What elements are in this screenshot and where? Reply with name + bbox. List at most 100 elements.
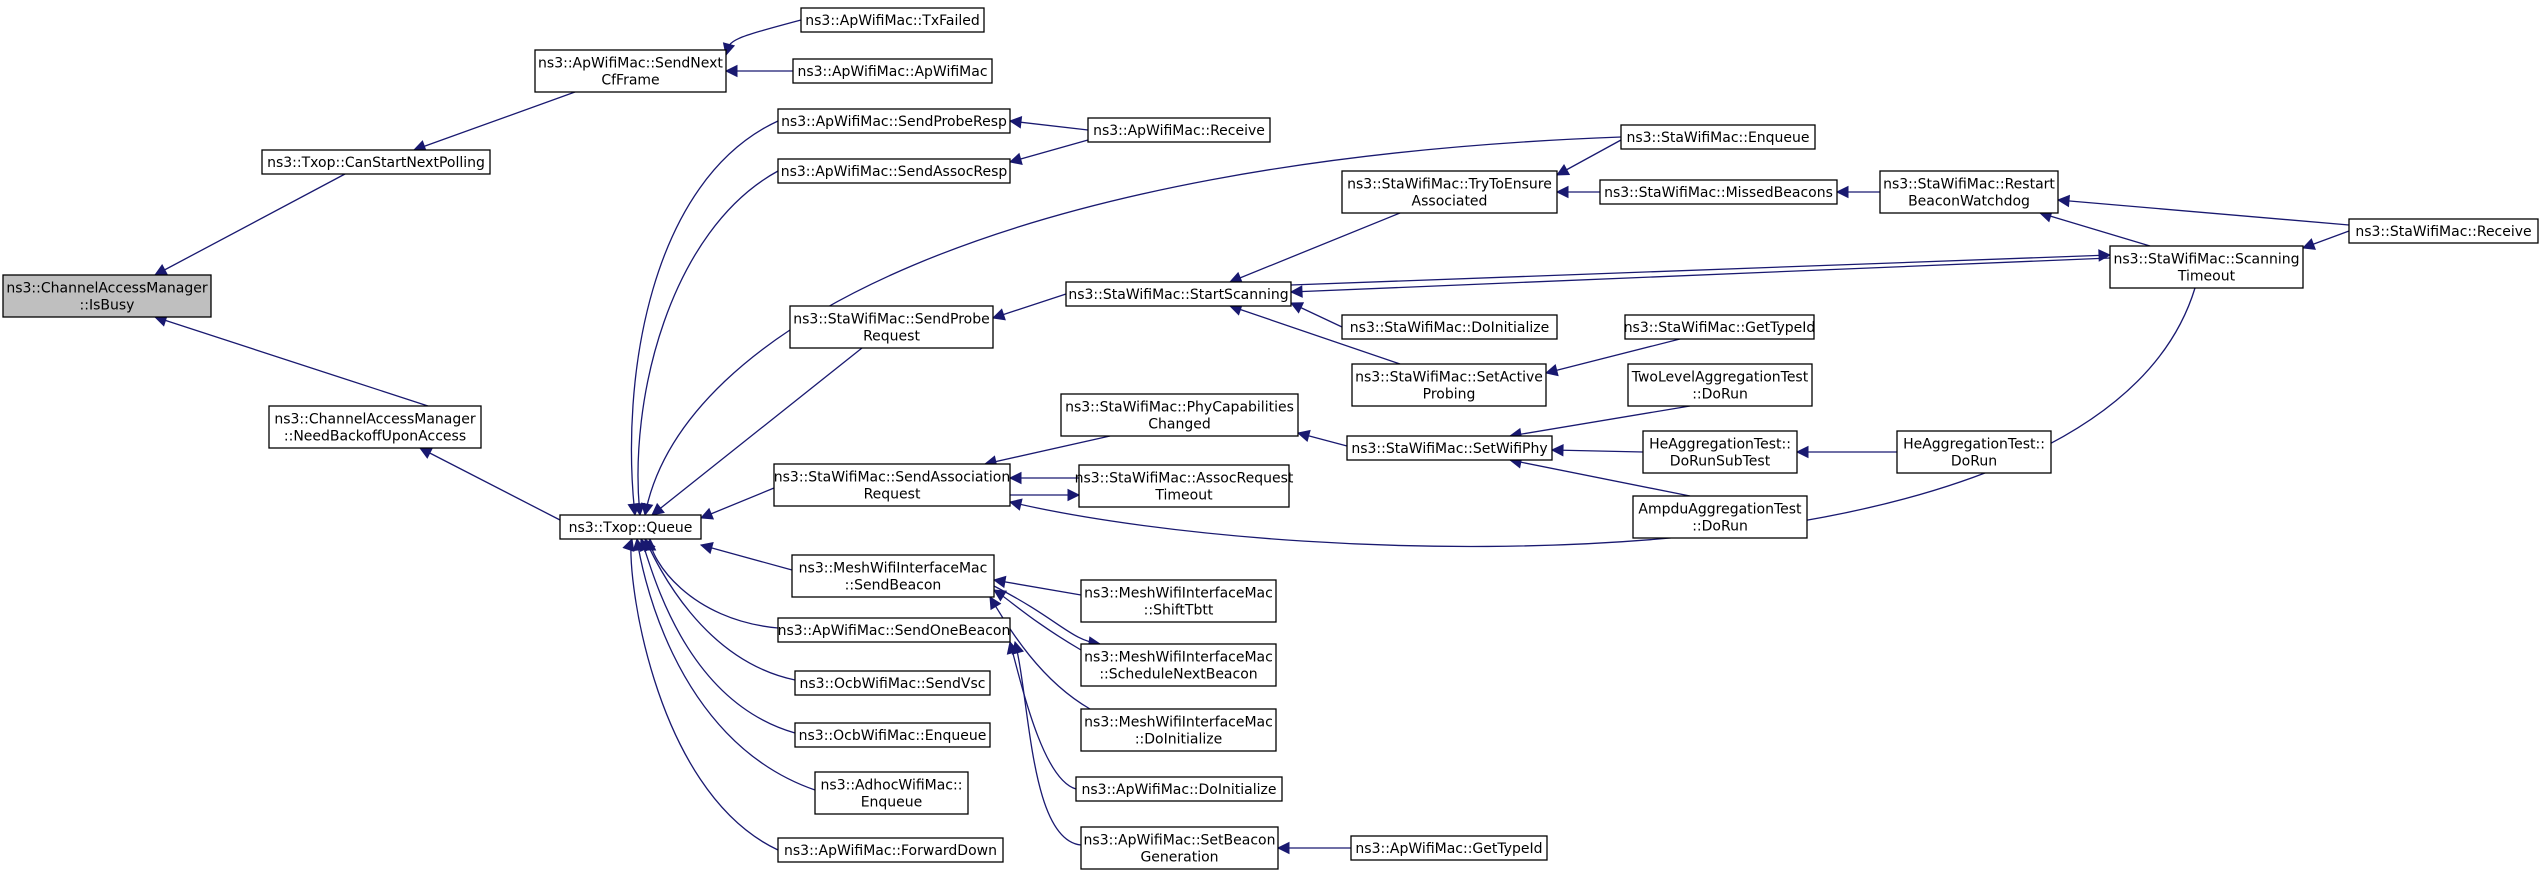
node-sta-missedbeacons[interactable]: ns3::StaWifiMac::MissedBeacons (1599, 179, 1838, 205)
node-twolevel-dorun[interactable]: TwoLevelAggregationTest::DoRun (1627, 363, 1813, 407)
edge-ap-apwifimac-to-ap-sendnextcf (724, 64, 793, 78)
node-cam-isbusy[interactable]: ns3::ChannelAccessManager::IsBusy (2, 274, 212, 318)
node-label-line: ns3::StaWifiMac::Scanning (2113, 252, 2299, 268)
arrowhead (632, 502, 646, 517)
node-cam-nbua[interactable]: ns3::ChannelAccessManager::NeedBackoffUp… (268, 405, 482, 449)
node-label-line: ns3::ChannelAccessManager (6, 281, 208, 297)
arrowhead (2056, 194, 2070, 208)
node-label-line: Request (863, 329, 920, 345)
edge-ap-receive-to-ap-sendassocresp (1008, 139, 1089, 165)
edge-mesh-schednext-to-mesh-sendbeacon (993, 589, 1082, 651)
node-mesh-schednext[interactable]: ns3::MeshWifiInterfaceMac::ScheduleNextB… (1080, 643, 1277, 687)
node-label-line: Request (864, 487, 921, 503)
edge-sta-gettypeid-to-sta-setactiveprobing (1544, 338, 1681, 377)
node-box (794, 670, 991, 696)
node-label-line: ns3::OcbWifiMac::SendVsc (800, 676, 986, 692)
node-sta-enqueue[interactable]: ns3::StaWifiMac::Enqueue (1620, 124, 1816, 150)
node-box (1065, 281, 1292, 307)
edge-line (989, 596, 1091, 710)
node-mesh-shifttbtt[interactable]: ns3::MeshWifiInterfaceMac::ShiftTbtt (1080, 579, 1277, 623)
node-ampdu-dorun[interactable]: AmpduAggregationTest::DoRun (1632, 495, 1808, 539)
node-sta-setwifiphy[interactable]: ns3::StaWifiMac::SetWifiPhy (1346, 435, 1553, 461)
node-adhoc-enqueue[interactable]: ns3::AdhocWifiMac::Enqueue (814, 771, 969, 815)
node-ap-receive[interactable]: ns3::ApWifiMac::Receive (1087, 117, 1271, 143)
edge-line (1229, 305, 1401, 365)
edge-ocb-enqueue-to-txop-queue (639, 537, 796, 734)
node-label-line: BeaconWatchdog (1908, 194, 2030, 210)
node-label-line: ns3::StaWifiMac::Enqueue (1626, 130, 1809, 146)
node-heagg-dorun[interactable]: HeAggregationTest::DoRun (1896, 430, 2052, 474)
node-sta-startscanning[interactable]: ns3::StaWifiMac::StartScanning (1065, 281, 1292, 307)
arrowhead (1276, 841, 1290, 855)
node-txop-queue[interactable]: ns3::Txop::Queue (559, 514, 702, 540)
arrowhead (1289, 302, 1305, 314)
edge-cam-nbua-to-cam-isbusy (153, 314, 429, 407)
edge-ap-txfailed-to-ap-sendnextcf (722, 19, 802, 57)
node-ap-sendassocresp[interactable]: ns3::ApWifiMac::SendAssocResp (777, 158, 1011, 184)
edge-line (2039, 212, 2151, 247)
node-mesh-sendbeacon[interactable]: ns3::MeshWifiInterfaceMac::SendBeacon (791, 554, 995, 598)
edge-line (700, 487, 775, 519)
node-sta-gettypeid[interactable]: ns3::StaWifiMac::GetTypeId (1624, 314, 1816, 340)
node-box (789, 305, 994, 349)
node-ap-forwarddown[interactable]: ns3::ApWifiMac::ForwardDown (777, 837, 1004, 863)
edge-ap-gettypeid-to-ap-setbeacongen (1276, 841, 1351, 855)
node-box (1351, 363, 1547, 407)
node-txop-cansnp[interactable]: ns3::Txop::CanStartNextPolling (261, 149, 491, 175)
node-ap-doinit[interactable]: ns3::ApWifiMac::DoInitialize (1075, 776, 1283, 802)
node-box (1632, 495, 1808, 539)
node-box (2348, 218, 2539, 244)
arrowhead (1008, 471, 1022, 485)
node-box (1350, 835, 1548, 861)
node-label-line: ns3::MeshWifiInterfaceMac (799, 561, 988, 577)
node-ap-gettypeid[interactable]: ns3::ApWifiMac::GetTypeId (1350, 835, 1548, 861)
arrowhead (1289, 285, 1303, 298)
arrowhead (991, 308, 1006, 321)
node-ocb-sendvsc[interactable]: ns3::OcbWifiMac::SendVsc (794, 670, 991, 696)
edge-ap-sendnextcf-to-txop-cansnp (412, 91, 576, 153)
node-heagg-dorunsub[interactable]: HeAggregationTest::DoRunSubTest (1642, 430, 1798, 474)
edge-line (1009, 120, 1089, 131)
edge-mesh-doinit-to-mesh-sendbeacon (989, 596, 1091, 710)
arrowhead (2301, 238, 2316, 250)
edge-sta-enqueue-to-txop-queue (640, 136, 1622, 517)
node-box (814, 771, 969, 815)
node-label-line: ::SendBeacon (845, 578, 942, 594)
edge-sta-phycap-to-sta-sendassocreq (983, 435, 1111, 468)
edge-ap-receive-to-ap-sendproberesp (1008, 116, 1089, 131)
node-ap-apwifimac[interactable]: ns3::ApWifiMac::ApWifiMac (792, 58, 993, 84)
node-ap-sendonebeacon[interactable]: ns3::ApWifiMac::SendOneBeacon (777, 617, 1011, 643)
edge-ap-sendproberesp-to-txop-queue (627, 120, 779, 517)
node-label-line: ns3::StaWifiMac::PhyCapabilities (1065, 400, 1294, 416)
edge-line (637, 170, 779, 516)
node-label-line: ns3::ApWifiMac::ForwardDown (784, 843, 997, 859)
arrowhead (699, 541, 714, 555)
node-box (1078, 464, 1290, 508)
edges-layer (153, 19, 2350, 855)
node-sta-receive[interactable]: ns3::StaWifiMac::Receive (2348, 218, 2539, 244)
node-ap-txfailed[interactable]: ns3::ApWifiMac::TxFailed (800, 7, 985, 33)
node-box (1080, 643, 1277, 687)
edge-line (1290, 254, 2111, 286)
node-sta-doinit[interactable]: ns3::StaWifiMac::DoInitialize (1341, 314, 1558, 340)
node-label-line: DoRunSubTest (1670, 454, 1771, 470)
edge-adhoc-enqueue-to-txop-queue (632, 537, 816, 791)
node-ap-sendproberesp[interactable]: ns3::ApWifiMac::SendProbeResp (777, 108, 1011, 134)
node-label-line: ns3::StaWifiMac::StartScanning (1068, 287, 1288, 303)
node-ocb-enqueue[interactable]: ns3::OcbWifiMac::Enqueue (794, 722, 991, 748)
edge-sta-sendassocreq-to-sta-assocreqtimeout (1010, 488, 1081, 502)
node-mesh-doinit[interactable]: ns3::MeshWifiInterfaceMac::DoInitialize (1080, 708, 1277, 752)
node-box (1080, 708, 1277, 752)
arrowhead (1067, 488, 1081, 502)
node-label-line: ns3::StaWifiMac::MissedBeacons (1604, 185, 1833, 201)
